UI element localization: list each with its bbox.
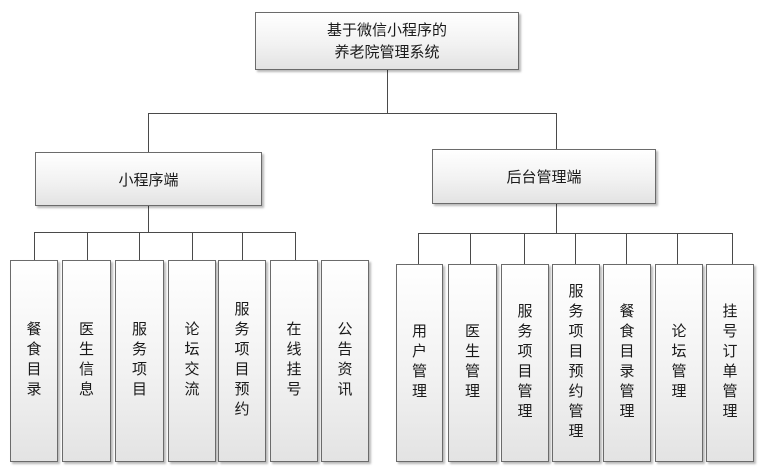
leaf-node: 餐食目录管理: [603, 264, 651, 462]
leaf-label: 公告资讯: [335, 321, 354, 401]
leaf-label: 服务项目预约管理: [566, 283, 585, 443]
leaf-label: 服务项目: [130, 321, 148, 401]
leaf-node: 服务项目管理: [501, 264, 549, 462]
leaf-label: 论坛管理: [669, 323, 688, 403]
leaf-node: 医生信息: [62, 260, 111, 462]
root-node: 基于微信小程序的 养老院管理系统: [255, 12, 519, 70]
leaf-label: 用户管理: [410, 323, 428, 403]
leaf-label: 医生信息: [77, 321, 95, 401]
leaf-label: 餐食目录: [24, 321, 43, 401]
leaf-label: 挂号订单管理: [720, 303, 739, 423]
branch-label: 后台管理端: [506, 168, 582, 186]
root-title: 基于微信小程序的 养老院管理系统: [326, 21, 447, 61]
leaf-node: 医生管理: [448, 264, 497, 462]
leaf-node: 挂号订单管理: [706, 264, 754, 462]
leaf-node: 服务项目预约: [218, 260, 266, 462]
leaf-node: 服务项目预约管理: [552, 264, 600, 462]
branch-node-mini-program: 小程序端: [35, 152, 262, 206]
leaf-node: 在线挂号: [270, 260, 318, 462]
leaf-node: 服务项目: [115, 260, 164, 462]
leaf-label: 在线挂号: [284, 321, 303, 401]
leaf-node: 用户管理: [396, 264, 443, 462]
branch-node-admin: 后台管理端: [432, 149, 656, 204]
leaf-label: 医生管理: [463, 323, 481, 403]
leaf-node: 论坛交流: [168, 260, 216, 462]
leaf-node: 论坛管理: [655, 264, 703, 462]
branch-label: 小程序端: [118, 170, 179, 189]
leaf-label: 论坛交流: [182, 321, 201, 401]
leaf-node: 公告资讯: [321, 260, 369, 462]
leaf-node: 餐食目录: [10, 260, 58, 462]
leaf-label: 餐食目录管理: [617, 303, 636, 423]
leaf-label: 服务项目管理: [515, 303, 534, 423]
leaf-label: 服务项目预约: [232, 301, 251, 421]
